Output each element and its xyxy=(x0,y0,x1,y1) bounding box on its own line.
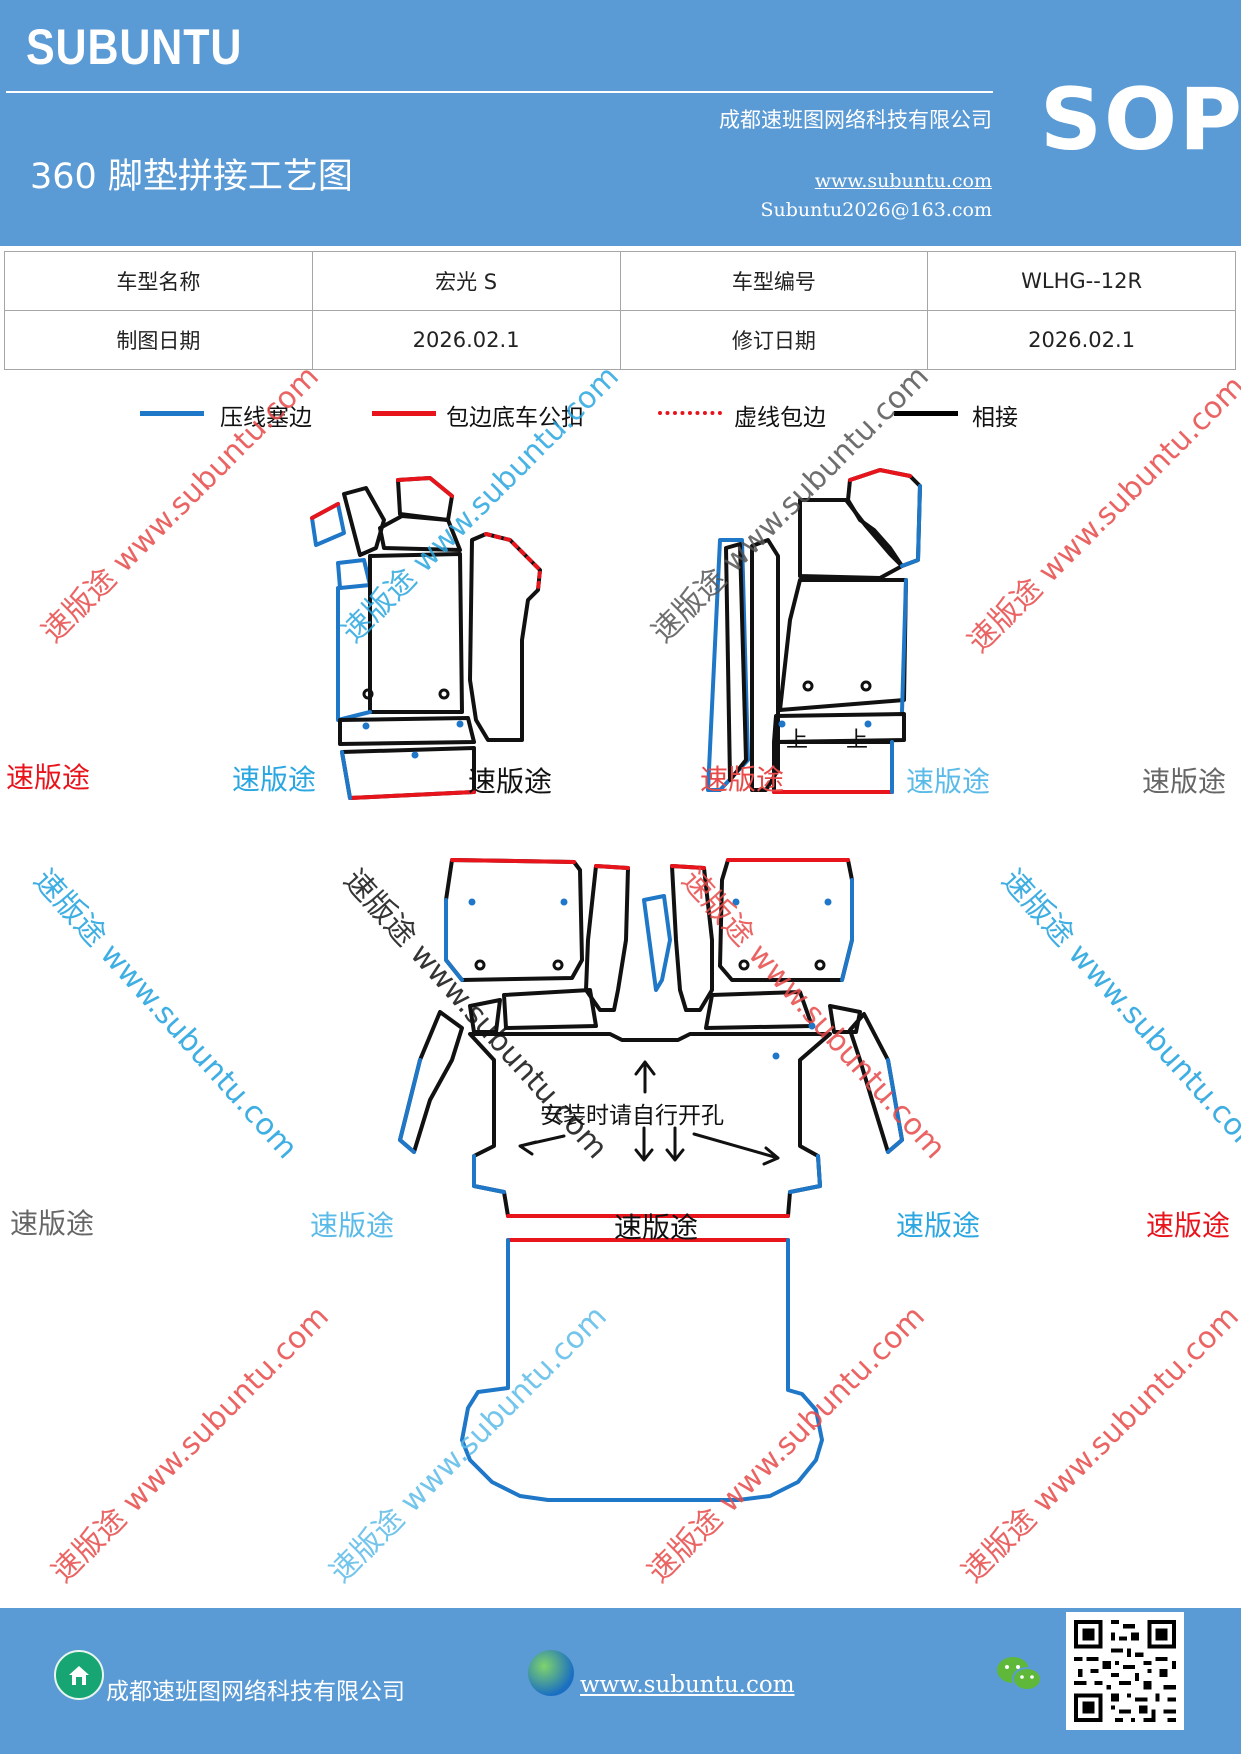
doc-code: SOP xyxy=(1040,70,1241,170)
table-row: 制图日期 2026.02.1 修订日期 2026.02.1 xyxy=(4,310,1236,370)
header-website-link[interactable]: www.subuntu.com xyxy=(814,170,992,192)
legend-label: 相接 xyxy=(972,405,1018,431)
table-cell: WLHG--12R xyxy=(927,251,1236,311)
rear-center-mat xyxy=(468,1032,832,1218)
table-cell: 车型编号 xyxy=(619,251,929,311)
watermark-text: 速版途 xyxy=(614,1211,699,1244)
legend-swatch xyxy=(894,411,958,416)
footer-banner: 成都速班图网络科技有限公司 www.subuntu.com xyxy=(0,1608,1241,1754)
table-cell: 宏光 S xyxy=(311,251,621,311)
header-divider xyxy=(6,91,993,93)
front-left-mat xyxy=(310,476,542,800)
rear-right-mat xyxy=(670,858,904,1154)
vehicle-info-table: 车型名称 宏光 S 车型编号 WLHG--12R 制图日期 2026.02.1 … xyxy=(4,251,1236,370)
watermark-text: 速版途 xyxy=(700,763,785,796)
floor-mat-diagram xyxy=(310,468,922,1502)
header-company: 成都速班图网络科技有限公司 xyxy=(719,108,992,132)
legend-swatch xyxy=(372,411,436,416)
legend-swatch xyxy=(140,411,204,416)
qr-code xyxy=(1066,1612,1184,1730)
trunk-mat xyxy=(460,1238,824,1502)
table-cell: 2026.02.1 xyxy=(927,310,1236,370)
legend-label: 压线塞边 xyxy=(220,405,312,431)
header-email: Subuntu2026@163.com xyxy=(760,199,992,221)
table-cell: 2026.02.1 xyxy=(311,310,621,370)
page-title: 360 脚垫拼接工艺图 xyxy=(30,157,353,197)
home-icon xyxy=(54,1650,104,1700)
table-cell: 制图日期 xyxy=(4,310,313,370)
footer-company: 成都速班图网络科技有限公司 xyxy=(106,1679,405,1705)
legend-label: 虚线包边 xyxy=(734,405,826,431)
watermark-text: 速版途 xyxy=(6,761,91,794)
watermark-text: 速版途 xyxy=(896,1209,981,1242)
watermark-text: 速版途 xyxy=(310,1209,395,1242)
orientation-mark: 上 xyxy=(786,728,809,753)
install-note: 安装时请自行开孔 xyxy=(540,1103,724,1129)
legend-swatch xyxy=(658,411,722,415)
table-cell: 车型名称 xyxy=(4,251,313,311)
table-cell: 修订日期 xyxy=(619,310,929,370)
watermark-text: 速版途 xyxy=(232,763,317,796)
front-right-mat xyxy=(706,468,922,794)
watermark-text: 速版途 xyxy=(468,765,553,798)
footer-website-link[interactable]: www.subuntu.com xyxy=(580,1672,795,1698)
watermark-text: 速版途 xyxy=(906,765,991,798)
orientation-mark: 上 xyxy=(846,728,869,753)
globe-icon xyxy=(528,1650,574,1696)
table-row: 车型名称 宏光 S 车型编号 WLHG--12R xyxy=(4,251,1236,311)
watermark-text: 速版途 xyxy=(1146,1209,1231,1242)
watermark-text: 速版途 xyxy=(1142,765,1227,798)
wechat-icon[interactable] xyxy=(996,1654,1042,1694)
legend-label: 包边底车公扣 xyxy=(446,405,584,431)
watermark-text: 速版途 xyxy=(10,1207,95,1240)
install-arrows xyxy=(518,1060,780,1166)
brand-logo-text: SUBUNTU xyxy=(26,19,243,75)
header-banner: SUBUNTU 成都速班图网络科技有限公司 360 脚垫拼接工艺图 www.su… xyxy=(0,0,1241,246)
